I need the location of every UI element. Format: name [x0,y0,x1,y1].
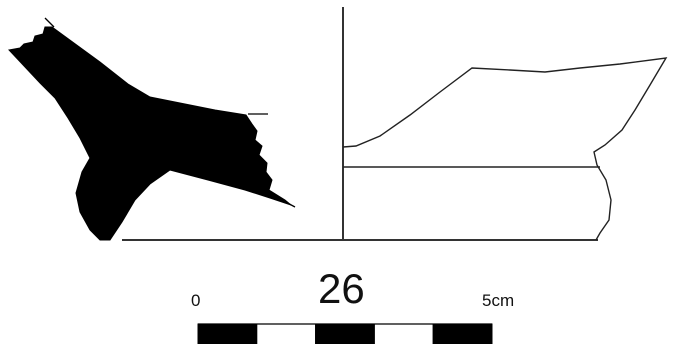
scale-bar-segment-2 [256,323,317,344]
scale-bar-segment-1 [197,323,258,344]
figure-number: 26 [318,265,365,312]
scale-bar [197,323,493,344]
scale-bar-segment-4 [373,323,434,344]
scale-start-label: 0 [191,291,201,310]
vessel-exterior-outline [342,57,668,241]
scale-bar-segment-5 [432,323,493,344]
scale-end-label: 5cm [482,291,515,310]
scale-bar-segment-3 [315,323,375,344]
section-rim-line-upper [44,17,55,28]
vessel-section-profile [8,26,292,241]
section-base-tip-line [279,198,296,208]
